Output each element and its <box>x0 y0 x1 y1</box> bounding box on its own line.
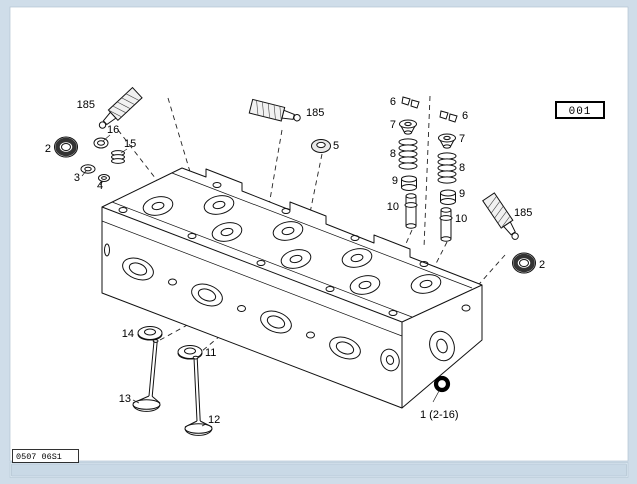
callout-16[interactable]: 16 <box>107 124 119 136</box>
image-ref-label[interactable]: 001 <box>569 106 592 118</box>
callout-labels: 185 2 16 15 3 4 185 5 6 7 8 9 10 6 7 8 9… <box>45 96 545 426</box>
o-ring-part-1 <box>433 375 451 393</box>
washer-part-3 <box>80 164 96 174</box>
cylinder-head-drawing <box>101 167 483 409</box>
bushing-part-16 <box>93 137 109 149</box>
callout-14[interactable]: 14 <box>122 328 134 340</box>
callout-185-middle[interactable]: 185 <box>306 107 324 119</box>
plate-code-label: 0507 06S1 <box>16 452 62 462</box>
callout-7-right[interactable]: 7 <box>459 133 465 145</box>
callout-6-right[interactable]: 6 <box>462 110 468 122</box>
callout-185-top-left[interactable]: 185 <box>77 99 95 111</box>
spring-part-15 <box>111 150 125 164</box>
thrust-washer-part-5 <box>311 139 331 153</box>
callout-8-left[interactable]: 8 <box>390 148 396 160</box>
plate-code-box: 0507 06S1 <box>12 449 79 463</box>
image-ref-box[interactable]: 001 <box>555 101 605 119</box>
valve-assembly-column-right <box>437 110 458 242</box>
callout-9-right[interactable]: 9 <box>459 188 465 200</box>
callout-9-left[interactable]: 9 <box>392 175 398 187</box>
callout-185-right[interactable]: 185 <box>514 207 532 219</box>
callout-2-right[interactable]: 2 <box>539 259 545 271</box>
callout-4[interactable]: 4 <box>97 180 103 192</box>
callout-7-left[interactable]: 7 <box>390 119 396 131</box>
callout-8-right[interactable]: 8 <box>459 162 465 174</box>
washer-part-4 <box>98 174 110 182</box>
valve-stem-seal-left <box>54 136 78 158</box>
label-ticks <box>81 134 440 427</box>
callout-5[interactable]: 5 <box>333 140 339 152</box>
callout-2-left[interactable]: 2 <box>45 143 51 155</box>
valve-stem-seal-right <box>512 252 536 274</box>
callout-12[interactable]: 12 <box>208 414 220 426</box>
callout-1-range[interactable]: 1 (2-16) <box>420 409 459 421</box>
callout-10-right[interactable]: 10 <box>455 213 467 225</box>
horizontal-scrollbar-thumb[interactable] <box>11 463 627 477</box>
spring-seat-part-14 <box>137 326 163 341</box>
spring-seat-part-11 <box>177 345 203 360</box>
callout-6-left[interactable]: 6 <box>390 96 396 108</box>
valve-part-13 <box>132 339 161 412</box>
callout-10-left[interactable]: 10 <box>387 201 399 213</box>
callout-13[interactable]: 13 <box>119 393 131 405</box>
callout-11[interactable]: 11 <box>205 347 216 359</box>
valve-assembly-column-left <box>398 96 420 229</box>
callout-15[interactable]: 15 <box>124 138 136 150</box>
valve-part-12 <box>184 355 213 436</box>
callout-3[interactable]: 3 <box>74 172 80 184</box>
